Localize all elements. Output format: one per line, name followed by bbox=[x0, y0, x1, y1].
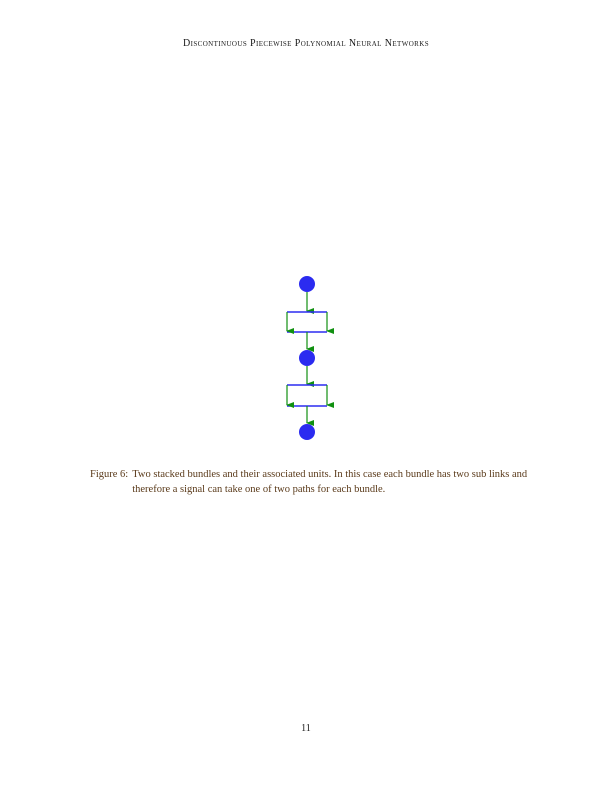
unit-node-bottom bbox=[299, 424, 315, 440]
unit-node-top bbox=[299, 276, 315, 292]
figure-label: Figure 6: bbox=[90, 469, 129, 480]
running-header: Discontinuous Piecewise Polynomial Neura… bbox=[182, 38, 429, 49]
bundle-1 bbox=[286, 311, 334, 334]
page-number: 11 bbox=[301, 723, 311, 734]
bundle-diagram bbox=[286, 276, 334, 440]
figure-caption: Figure 6: Two stacked bundles and their … bbox=[90, 467, 530, 497]
unit-node-middle bbox=[299, 350, 315, 366]
bundle-2 bbox=[286, 384, 334, 408]
caption-text: Two stacked bundles and their associated… bbox=[132, 469, 528, 495]
